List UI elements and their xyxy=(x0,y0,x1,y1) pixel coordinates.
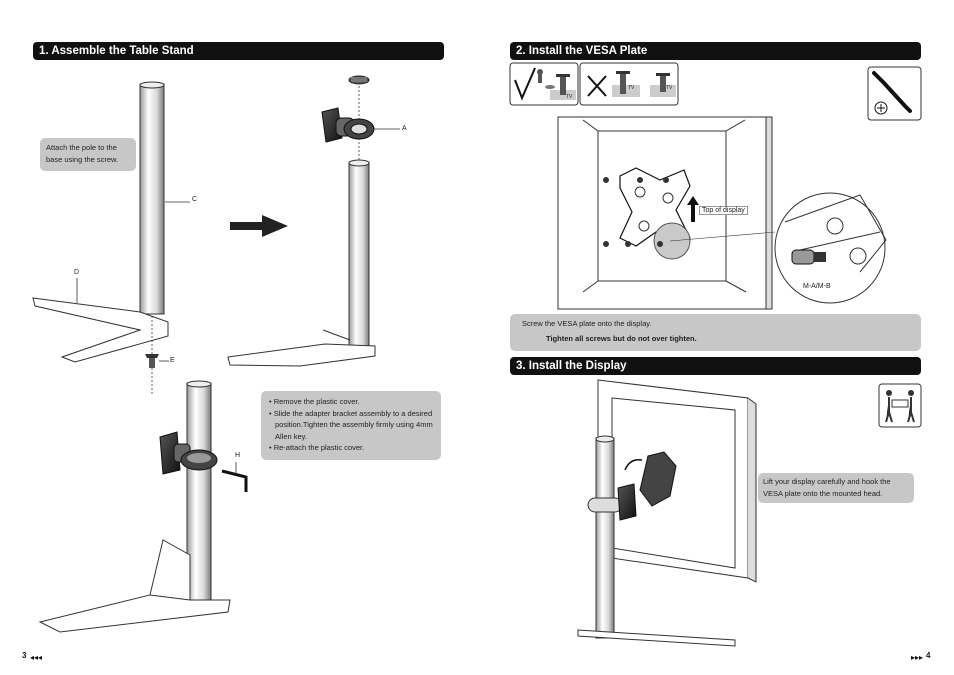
section-2-header: 2. Install the VESA Plate xyxy=(510,42,921,60)
magnified-screw-detail xyxy=(774,192,887,304)
next-step-arrow xyxy=(230,215,288,237)
bullet-reattach-cover: • Re-attach the plastic cover. xyxy=(269,443,365,452)
page-number-right: 4 xyxy=(926,651,931,660)
display-on-stand xyxy=(577,379,757,647)
bullet-slide-bracket: • Slide the adapter bracket assembly to … xyxy=(269,408,433,441)
top-of-display-label: Top of display xyxy=(699,206,748,215)
note-adapter-steps: • Remove the plastic cover. • Slide the … xyxy=(261,391,441,460)
label-h: H xyxy=(235,452,241,459)
tv-tag-correct: TV xyxy=(566,94,573,100)
note-vesa-plate: Screw the VESA plate onto the display. T… xyxy=(510,314,921,351)
two-person-lift-icon xyxy=(878,383,922,428)
screwdriver-icon xyxy=(867,66,922,121)
incorrect-screw-icon xyxy=(579,62,679,106)
label-d: D xyxy=(74,269,80,276)
section-1-header: 1. Assemble the Table Stand xyxy=(33,42,444,60)
label-c: C xyxy=(192,196,198,203)
svg-text:▸▸▸: ▸▸▸ xyxy=(911,653,923,662)
label-e: E xyxy=(170,357,175,364)
up-arrow-icon xyxy=(687,196,699,222)
tv-tag-incorrect-1: TV xyxy=(628,85,635,91)
note-lift-display: Lift your display carefully and hook the… xyxy=(758,473,914,503)
vesa-plate xyxy=(603,167,691,260)
cap xyxy=(348,75,370,85)
section-3-header: 3. Install the Display xyxy=(510,357,921,375)
base-d xyxy=(32,297,169,363)
note-attach-pole-text: Attach the pole to the base using the sc… xyxy=(46,143,119,164)
correct-screw-icon xyxy=(509,62,579,106)
allen-key-h xyxy=(221,469,248,492)
vesa-warning: Tighten all screws but do not over tight… xyxy=(546,333,697,343)
bullet-remove-cover: • Remove the plastic cover. xyxy=(269,397,360,406)
bracket-on-pole xyxy=(159,431,218,475)
pole-c xyxy=(139,81,165,315)
adapter-bracket-a xyxy=(321,107,375,143)
tv-tag-incorrect-2: TV xyxy=(666,85,673,91)
screw-e xyxy=(145,354,159,368)
page-number-left: 3 xyxy=(22,651,27,660)
note-attach-pole: Attach the pole to the base using the sc… xyxy=(40,138,136,171)
screw-type-label: M-A/M-B xyxy=(803,283,831,290)
label-a: A xyxy=(402,125,407,132)
lift-display-text: Lift your display carefully and hook the… xyxy=(763,477,891,498)
vesa-instruction: Screw the VESA plate onto the display. xyxy=(522,319,652,328)
svg-text:◂◂◂: ◂◂◂ xyxy=(30,653,42,662)
